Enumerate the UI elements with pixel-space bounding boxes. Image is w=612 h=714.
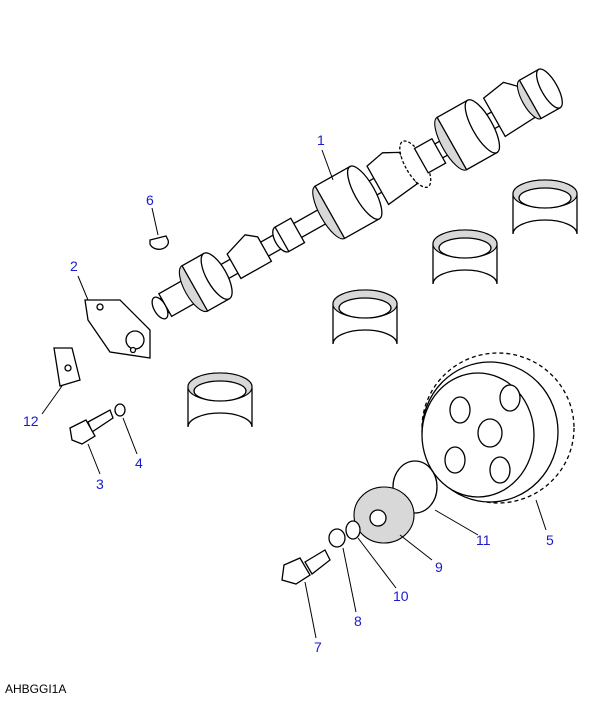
callout-3: 3 xyxy=(96,476,104,492)
thrust-plate xyxy=(84,299,151,359)
locking-plate xyxy=(53,347,81,387)
diagram-code: AHBGGI1A xyxy=(5,682,67,696)
callout-9: 9 xyxy=(435,559,443,575)
washer-8 xyxy=(328,528,346,548)
washer-4 xyxy=(114,403,126,417)
callout-10: 10 xyxy=(393,588,409,604)
callout-7: 7 xyxy=(314,639,322,655)
callout-4: 4 xyxy=(135,455,143,471)
bolt-7 xyxy=(281,549,331,585)
callout-5: 5 xyxy=(546,532,554,548)
thrust-washer xyxy=(353,486,415,544)
camshaft-bearings xyxy=(187,179,578,428)
bolt-3 xyxy=(69,409,114,445)
callout-11: 11 xyxy=(476,532,491,548)
camshaft-gear xyxy=(421,352,575,504)
callout-2: 2 xyxy=(70,258,78,274)
camshaft xyxy=(151,68,563,320)
washer-10 xyxy=(345,520,361,540)
callout-12: 12 xyxy=(23,413,39,429)
key-6 xyxy=(149,235,170,250)
callout-8: 8 xyxy=(354,613,362,629)
callout-6: 6 xyxy=(146,192,154,208)
callout-1: 1 xyxy=(317,132,325,148)
leader-lines xyxy=(41,149,547,639)
